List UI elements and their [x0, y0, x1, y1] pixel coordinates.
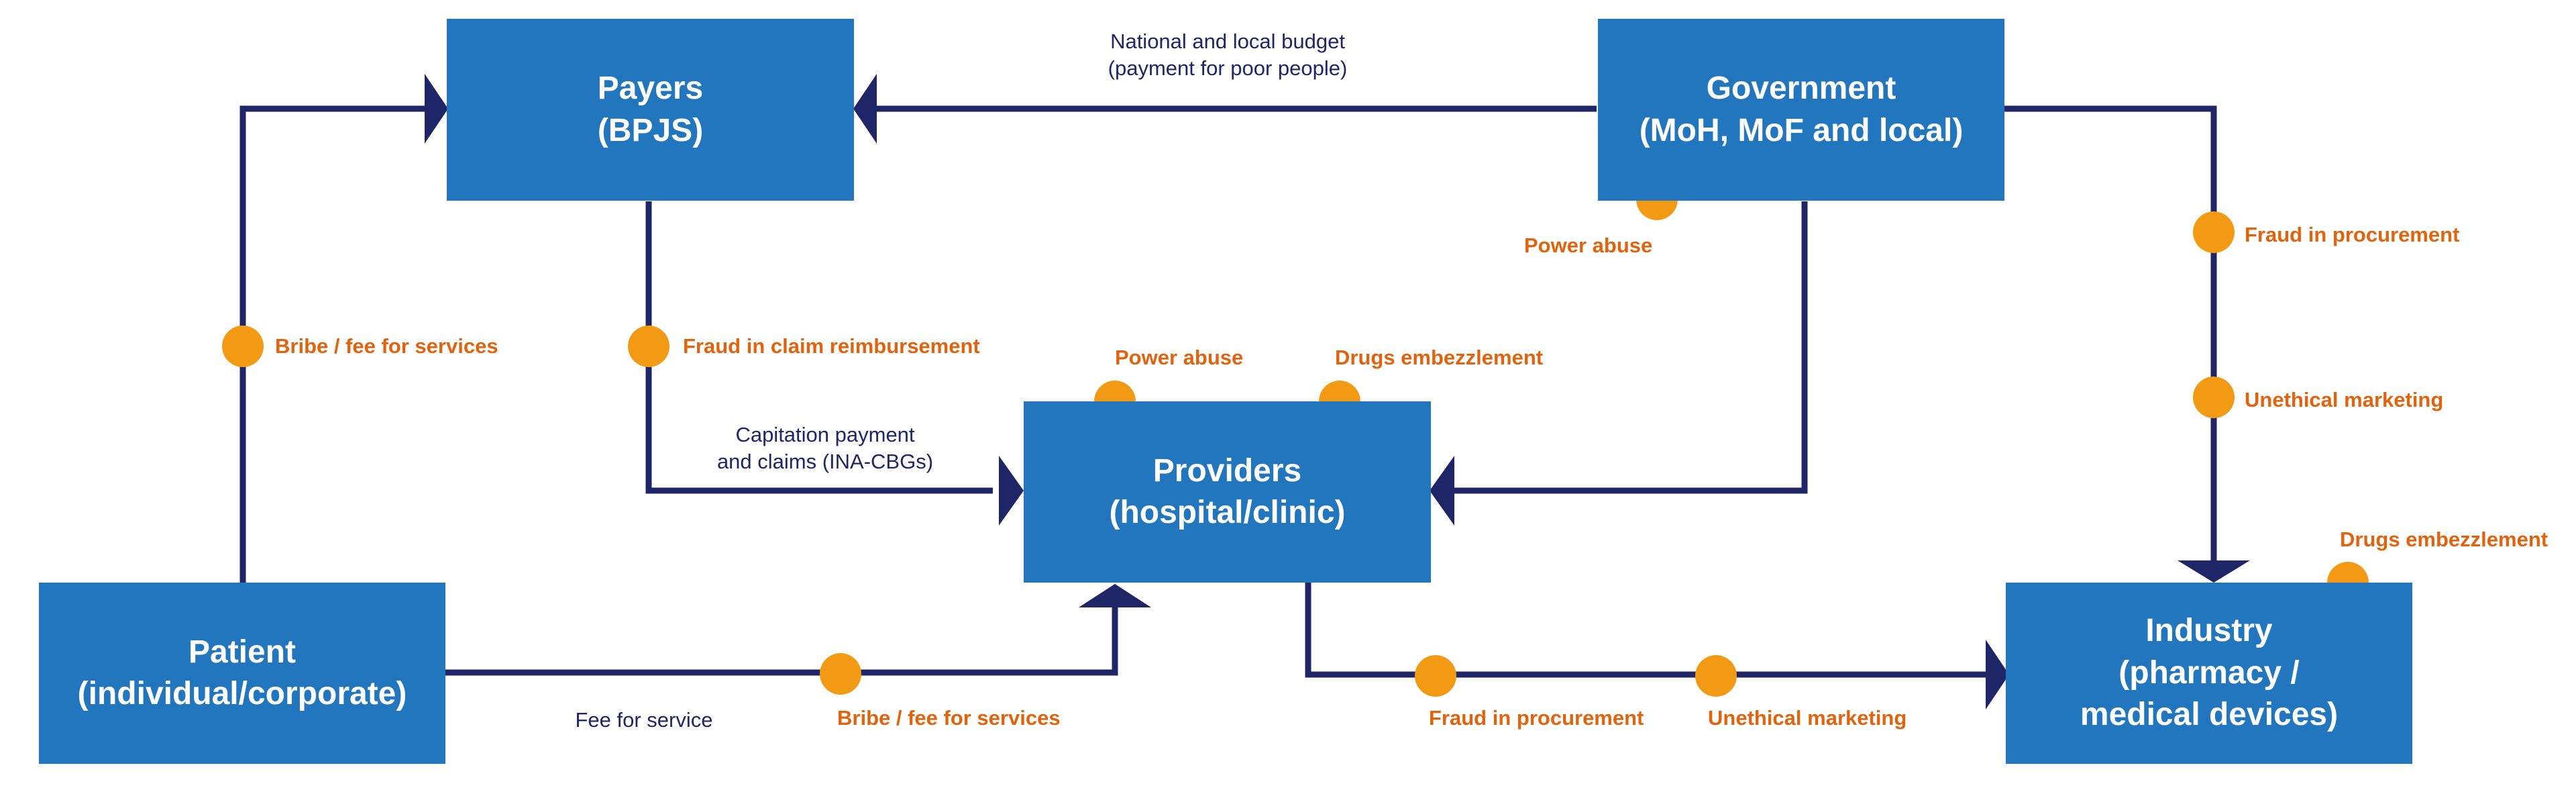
risk-label: Fraud in claim reimbursement [683, 334, 980, 358]
node-government: Government (MoH, MoF and local) [1598, 19, 2004, 201]
flow-label-fee-for-service: Fee for service [575, 708, 713, 732]
arrowhead-into-providers-left [999, 456, 1024, 526]
risk-label: Drugs embezzlement [1335, 346, 1544, 369]
risk-label: Unethical marketing [1708, 706, 1907, 730]
node-providers: Providers (hospital/clinic) [1024, 401, 1431, 583]
risk-label: Fraud in procurement [2245, 223, 2460, 246]
node-subtitle: (MoH, MoF and local) [1639, 112, 1964, 148]
risk-marker [1415, 655, 1456, 697]
arrowhead-into-payers-right [853, 74, 877, 144]
node-subtitle: (pharmacy / [2118, 654, 2300, 691]
arrowhead-into-payers-left [425, 74, 448, 144]
node-title: Industry [2145, 613, 2273, 649]
node-title: Payers [597, 70, 704, 107]
risk-marker [1695, 655, 1737, 697]
flow-label-line: (payment for poor people) [1108, 56, 1348, 81]
risk-marker [628, 326, 669, 367]
node-title: Providers [1152, 452, 1302, 489]
patient-to-payers-line [239, 105, 426, 583]
node-subtitle: (individual/corporate) [77, 676, 407, 711]
risk-label: Drugs embezzlement [2340, 528, 2548, 551]
flow-label-line: Capitation payment [735, 423, 915, 446]
node-title: Patient [188, 634, 297, 670]
flow-label-line: National and local budget [1110, 30, 1345, 53]
node-subtitle: (hospital/clinic) [1109, 495, 1346, 530]
node-patient: Patient (individual/corporate) [39, 583, 445, 764]
arrowhead-into-providers-right [1430, 456, 1454, 526]
arrowhead-into-industry-top [2178, 560, 2250, 583]
risk-label: Power abuse [1524, 234, 1653, 257]
government-to-providers-line [1449, 201, 1808, 494]
flow-label-budget: National and local budget (payment for p… [1073, 28, 1382, 83]
risk-marker [820, 653, 861, 695]
arrowhead-into-industry-left [1986, 640, 2009, 709]
risk-marker [222, 326, 264, 367]
node-subtitle: (BPJS) [597, 112, 704, 148]
risk-label: Power abuse [1115, 346, 1244, 369]
flow-label-line: and claims (INA-CBGs) [716, 450, 934, 474]
risk-marker [2193, 377, 2235, 418]
payers-to-providers-line [645, 201, 993, 494]
node-subtitle: medical devices) [2080, 697, 2339, 733]
providers-to-industry-line [1305, 583, 1986, 678]
node-industry: Industry (pharmacy / medical devices) [2006, 583, 2412, 764]
risk-label: Bribe / fee for services [837, 706, 1061, 730]
patient-to-providers-line [444, 597, 1118, 676]
node-payers: Payers (BPJS) [447, 19, 854, 201]
risk-marker [2193, 211, 2235, 253]
risk-label: Fraud in procurement [1429, 706, 1644, 730]
flow-label-capitation: Capitation payment and claims (INA-CBGs) [691, 422, 959, 476]
government-to-industry-line [2002, 105, 2217, 564]
risk-label: Unethical marketing [2245, 388, 2444, 411]
arrowhead-into-providers-bottom [1079, 584, 1151, 607]
risk-label: Bribe / fee for services [275, 334, 498, 358]
node-title: Government [1706, 70, 1896, 107]
